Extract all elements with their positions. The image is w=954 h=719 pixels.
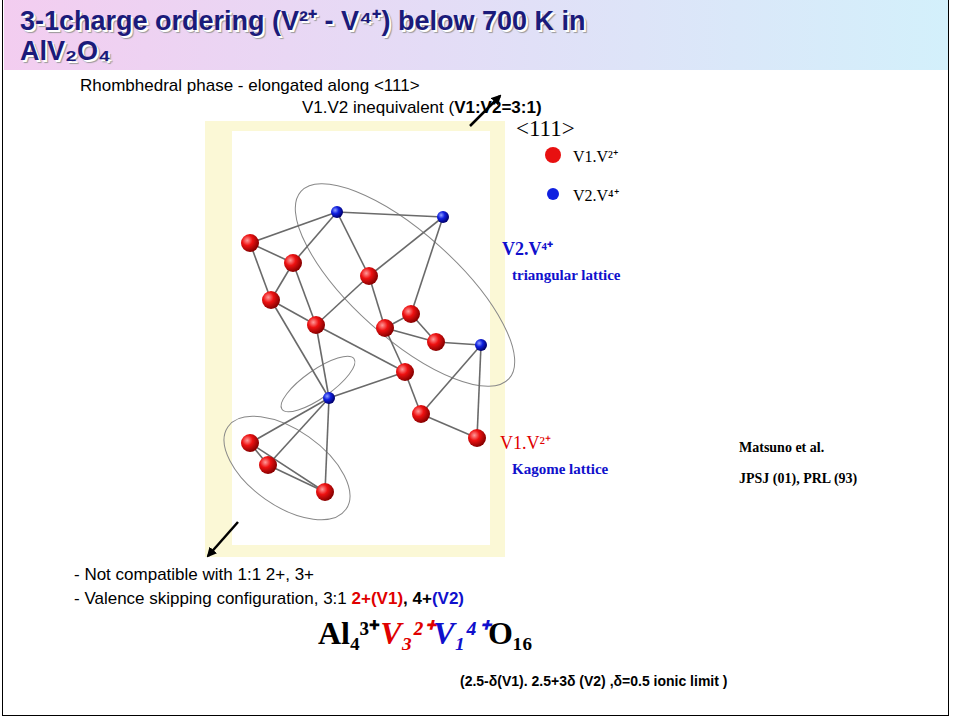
legend-swatch-box	[543, 184, 563, 204]
label-part: (V1)	[371, 589, 403, 608]
label-text: JPSJ (01), PRL (93)	[739, 471, 857, 486]
text-line: Kagome lattice	[512, 460, 608, 478]
label-part: O₁₆	[488, 615, 532, 651]
label-part: V1:V2=3:1)	[454, 98, 541, 117]
label-part: V₃²⁺	[380, 615, 433, 651]
label-text: V1.V2 inequivalent (	[302, 98, 454, 117]
label-part: (V2)	[432, 589, 464, 608]
text-line: (2.5-δ(V1). 2.5+3δ (V2) ,δ=0.5 ionic lim…	[460, 672, 727, 690]
legend-swatch-box	[543, 145, 563, 165]
legend-swatch	[545, 147, 561, 163]
label-text: V1.V²⁺	[500, 433, 551, 453]
label-text: triangular lattice	[512, 267, 620, 283]
label-text: Matsuno et al.	[739, 440, 824, 455]
label-text: Kagome lattice	[512, 461, 608, 477]
label-part: V₁⁴⁺	[433, 615, 488, 651]
text-line: Matsuno et al.	[739, 438, 824, 456]
label-part: 2+	[352, 589, 371, 608]
label-text: - Not compatible with 1:1 2+, 3+	[74, 565, 314, 584]
legend-text: V1.V²⁺	[573, 145, 618, 167]
label-text: (2.5-δ(V1). 2.5+3δ (V2) ,δ=0.5 ionic lim…	[460, 673, 727, 689]
slide-title: 3-1charge ordering (V²⁺ - V⁴⁺) below 700…	[20, 6, 660, 66]
label-text: Al₄³⁺	[318, 615, 380, 651]
text-line: V1.V2 inequivalent (V1:V2=3:1)	[302, 98, 542, 118]
label-text: Rhombhedral phase - elongated along <111…	[80, 76, 420, 95]
label-part: , 4+	[403, 589, 432, 608]
legend-swatch	[547, 188, 559, 200]
text-line: - Not compatible with 1:1 2+, 3+	[74, 565, 314, 585]
label-text: - Valence skipping configuration, 3:1	[74, 589, 352, 608]
text-line: <111>	[516, 116, 575, 142]
label-text: <111>	[516, 116, 575, 141]
text-line: V2.V⁴⁺	[502, 236, 553, 260]
text-line: Al₄³⁺V₃²⁺V₁⁴⁺O₁₆	[318, 610, 532, 653]
text-line: V1.V²⁺	[500, 430, 551, 454]
text-line: - Valence skipping configuration, 3:1 2+…	[74, 589, 464, 609]
label-text: V2.V⁴⁺	[502, 239, 553, 259]
text-line: JPSJ (01), PRL (93)	[739, 469, 857, 487]
legend-text: V2.V⁴⁺	[573, 184, 619, 206]
text-line: triangular lattice	[512, 266, 620, 284]
text-line: Rhombhedral phase - elongated along <111…	[80, 76, 420, 96]
